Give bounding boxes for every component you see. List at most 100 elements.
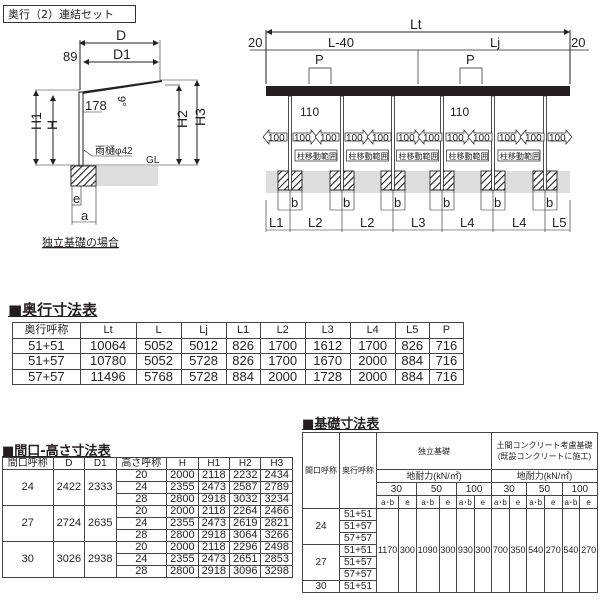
label-a: a	[81, 208, 89, 223]
table-cell: 2800	[166, 565, 199, 578]
foundation-value: 1170	[375, 508, 400, 593]
column-header: Lt	[79, 322, 137, 339]
foundation-table: 間口呼称奥行呼称独立基礎土間コンクリート考慮基礎(既設コンクリートに施工)地耐力…	[302, 432, 599, 593]
column-header: L3	[304, 322, 351, 339]
table-cell: 2651	[229, 553, 262, 566]
table-cell: 2296	[229, 541, 262, 554]
group-d1-cell: 2333	[84, 469, 117, 506]
label-l4: L4	[460, 215, 474, 230]
table-cell: 20	[115, 541, 168, 554]
table-cell: 5052	[135, 353, 182, 370]
roof	[266, 86, 570, 96]
table-cell: 2619	[229, 517, 262, 530]
table-cell: 1728	[304, 368, 351, 385]
post-range-box	[446, 149, 489, 162]
foundation-value: 930	[456, 508, 475, 593]
foundation-value: 700	[491, 508, 510, 593]
table-cell: 3032	[229, 493, 262, 506]
foundation-table-title: ■基礎寸法表	[302, 417, 380, 432]
label-H2: H2	[174, 110, 190, 128]
foundation-value: 300	[398, 508, 417, 593]
table-cell: 3096	[229, 565, 262, 578]
column-header: L	[135, 322, 182, 339]
column-header: L2	[259, 322, 306, 339]
table-cell: 24	[115, 517, 168, 530]
table-cell: 1612	[304, 337, 351, 354]
slab-foundation-header: 土間コンクリート考慮基礎(既設コンクリートに施工)	[491, 432, 598, 470]
table-cell: 2000	[349, 353, 396, 370]
table-cell: 2264	[229, 505, 262, 518]
group-width-cell: 27	[2, 505, 54, 542]
sub-header-ab: a･b	[375, 495, 400, 509]
label-Lj: Lj	[490, 35, 500, 50]
label-l2: L2	[360, 215, 374, 230]
table-cell: 1700	[259, 337, 306, 354]
side-view-diagram: D D1 89 H1 H H2 H3 178 9° 雨樋φ42 GL e a 独…	[28, 27, 208, 249]
table-cell: 28	[115, 565, 168, 578]
label-100: 100	[447, 133, 464, 144]
column-header: H2	[229, 457, 262, 470]
sub-header-e: e	[438, 495, 458, 509]
label-P: P	[315, 52, 324, 67]
label-P: P	[466, 52, 475, 67]
label-post-range: 柱移動範囲	[449, 151, 489, 161]
table-cell: 1700	[259, 353, 306, 370]
post	[78, 91, 84, 167]
label-post-range: 柱移動範囲	[297, 151, 337, 161]
label-100: 100	[398, 133, 415, 144]
table-cell: 716	[428, 353, 465, 370]
group-d1-cell: 2938	[84, 541, 117, 578]
table-cell: 24	[115, 481, 168, 494]
table-cell: 2918	[197, 565, 231, 578]
label-b: b	[291, 195, 298, 210]
table-cell: 2918	[197, 529, 231, 542]
table-cell: 3298	[260, 565, 293, 578]
column-header: H	[166, 457, 199, 470]
label-L-40: L-40	[328, 35, 354, 50]
table-cell: 826	[225, 353, 261, 370]
table-cell: 2000	[166, 541, 199, 554]
bearing-header: 地耐力(kN/㎡)	[491, 469, 598, 483]
sub-header-ab: a･b	[491, 495, 510, 509]
foundation-value: 270	[579, 508, 598, 593]
arrow-icon	[292, 129, 318, 145]
label-100: 100	[268, 133, 285, 144]
label-b: b	[443, 195, 450, 210]
label-left-20: 20	[248, 35, 262, 50]
sub-header-e: e	[579, 495, 598, 509]
sub-header-e: e	[398, 495, 417, 509]
arrow-icon	[519, 129, 545, 145]
label-GL: GL	[146, 155, 160, 166]
table-cell: 2000	[259, 368, 306, 385]
column-header: P	[428, 322, 465, 339]
table-cell: 3064	[229, 529, 262, 542]
table-cell: 1700	[349, 337, 396, 354]
foundation-value: 540	[561, 508, 581, 593]
label-l2: L2	[308, 215, 322, 230]
post-range-box	[497, 149, 541, 162]
label-100: 100	[346, 133, 363, 144]
table-cell: 2118	[197, 541, 231, 554]
column-header: 奥行呼称	[12, 322, 81, 339]
bearing-value: 50	[526, 482, 563, 496]
label-89: 89	[63, 49, 77, 64]
column-header: H3	[260, 457, 293, 470]
table-cell: 24	[115, 553, 168, 566]
table-cell: 5728	[180, 368, 227, 385]
group-width-cell: 30	[2, 541, 54, 578]
table-cell: 28	[115, 493, 168, 506]
column-header: 間口呼称	[2, 457, 54, 470]
column-header: L5	[394, 322, 430, 339]
depth-cell: 51+51	[339, 580, 377, 593]
group-d1-cell: 2635	[84, 505, 117, 542]
label-100: 100	[525, 133, 542, 144]
post-range-box	[396, 149, 439, 162]
table-cell: 2587	[229, 481, 262, 494]
table-cell: 11496	[79, 368, 137, 385]
